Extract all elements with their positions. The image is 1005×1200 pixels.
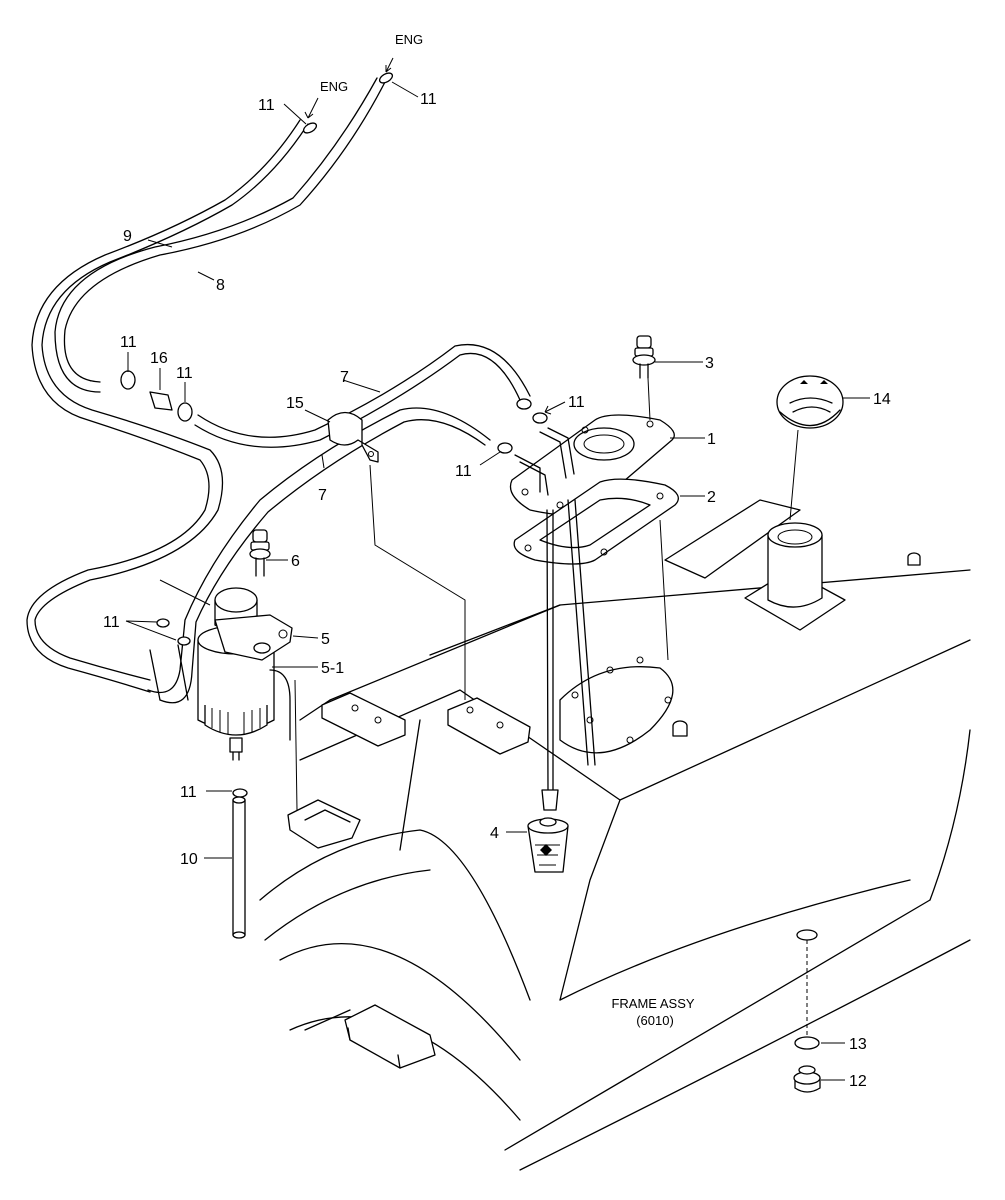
drain-plug-12 — [793, 929, 821, 1093]
tank-pipes — [541, 499, 596, 811]
fuel-cap-14 — [776, 375, 844, 521]
hose-clamps-11 — [120, 72, 548, 798]
callout-11-hose-mid: 11 — [176, 365, 193, 382]
callout-7-bottom: 7 — [318, 487, 327, 504]
frame-body — [259, 552, 971, 1171]
callout-14: 14 — [873, 391, 891, 408]
callout-4: 4 — [490, 825, 499, 842]
engine-labels: ENG ENG — [320, 32, 423, 94]
callout-11-hose-left: 11 — [120, 334, 137, 351]
assembly-lines — [159, 377, 669, 811]
callout-11-tank-lower: 11 — [455, 463, 472, 480]
callout-5: 5 — [321, 631, 330, 648]
callout-9: 9 — [123, 228, 132, 245]
hoses — [26, 77, 531, 704]
callout-2: 2 — [707, 489, 716, 506]
callout-11-top-left: 11 — [258, 97, 275, 114]
callout-6: 6 — [291, 553, 300, 570]
callout-10: 10 — [180, 851, 198, 868]
callout-labels: 11 11 9 8 11 16 11 7 15 7 11 11 3 1 2 14… — [103, 91, 891, 1090]
callout-5-1: 5-1 — [321, 660, 344, 677]
callout-12: 12 — [849, 1073, 867, 1090]
frame-assy-line2: (6010) — [636, 1013, 674, 1028]
callout-3: 3 — [705, 355, 714, 372]
callout-leaders — [125, 57, 870, 1081]
callout-16: 16 — [150, 350, 168, 367]
callout-7-top: 7 — [340, 369, 349, 386]
eng-label-left: ENG — [320, 79, 348, 94]
callout-11-filter: 11 — [103, 614, 120, 631]
callout-13: 13 — [849, 1036, 867, 1053]
callout-11-tank-upper: 11 — [568, 394, 585, 411]
hose-clamp-15 — [327, 411, 379, 463]
fitting-16 — [149, 391, 173, 411]
eng-label-top: ENG — [395, 32, 423, 47]
bolt-3 — [632, 335, 656, 379]
sender-unit-1 — [509, 414, 675, 516]
strainer-4 — [527, 817, 569, 873]
callout-8: 8 — [216, 277, 225, 294]
bolt-6 — [249, 529, 271, 577]
callout-1: 1 — [707, 431, 716, 448]
frame-assy-line1: FRAME ASSY — [611, 996, 694, 1011]
frame-assy-label: FRAME ASSY (6010) — [611, 996, 694, 1028]
fuel-filter-5 — [197, 587, 293, 761]
callout-11-top-right: 11 — [420, 91, 437, 108]
callout-11-drain: 11 — [180, 784, 197, 801]
filler-neck — [664, 499, 846, 631]
drain-hose-10 — [232, 796, 246, 939]
gasket-2 — [513, 478, 679, 565]
callout-15: 15 — [286, 395, 304, 412]
